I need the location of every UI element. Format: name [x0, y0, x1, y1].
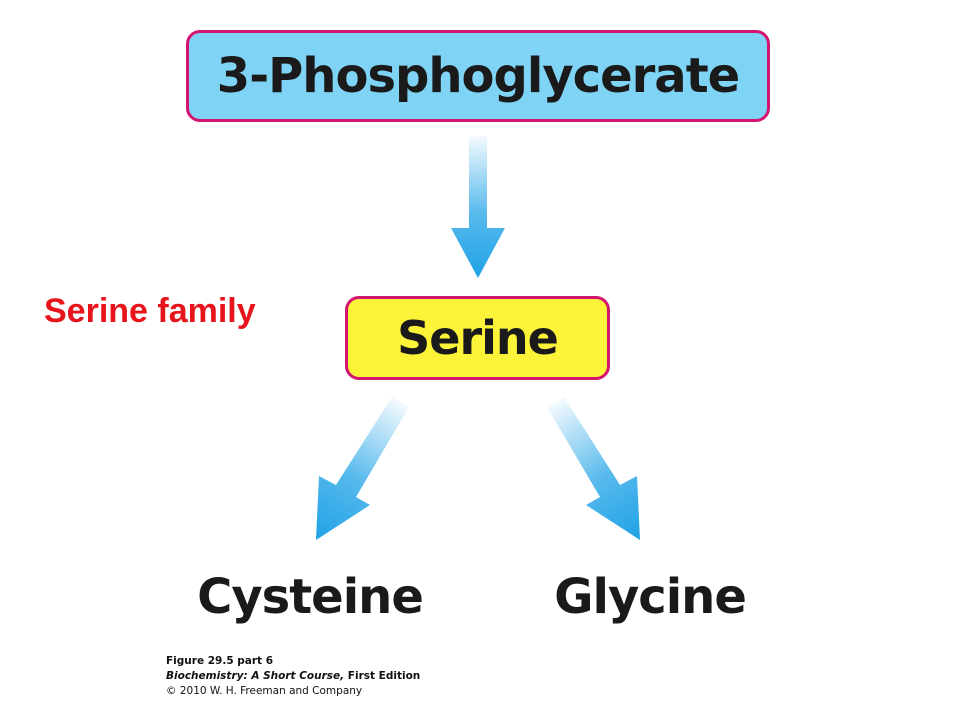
node-glycine-label: Glycine [554, 569, 747, 625]
node-cysteine: Cysteine [190, 562, 430, 632]
arrow-phospho-to-serine [451, 136, 505, 278]
figure-caption: Figure 29.5 part 6 Biochemistry: A Short… [166, 654, 420, 699]
node-cysteine-label: Cysteine [197, 569, 424, 625]
arrow-serine-to-cysteine [316, 397, 409, 540]
caption-figure-number: Figure 29.5 part 6 [166, 655, 274, 667]
arrow-serine-to-glycine [547, 397, 640, 540]
node-glycine: Glycine [540, 562, 760, 632]
node-serine: Serine [345, 296, 610, 380]
caption-book-title: Biochemistry: A Short Course, [166, 670, 345, 682]
caption-copyright: © 2010 W. H. Freeman and Company [166, 685, 363, 697]
serine-family-label: Serine family [44, 292, 256, 330]
node-3-phosphoglycerate-label: 3-Phosphoglycerate [216, 48, 740, 104]
caption-source: Biochemistry: A Short Course, First Edit… [166, 669, 420, 684]
node-serine-label: Serine [397, 311, 559, 365]
caption-edition: First Edition [344, 670, 421, 682]
node-3-phosphoglycerate: 3-Phosphoglycerate [186, 30, 770, 122]
